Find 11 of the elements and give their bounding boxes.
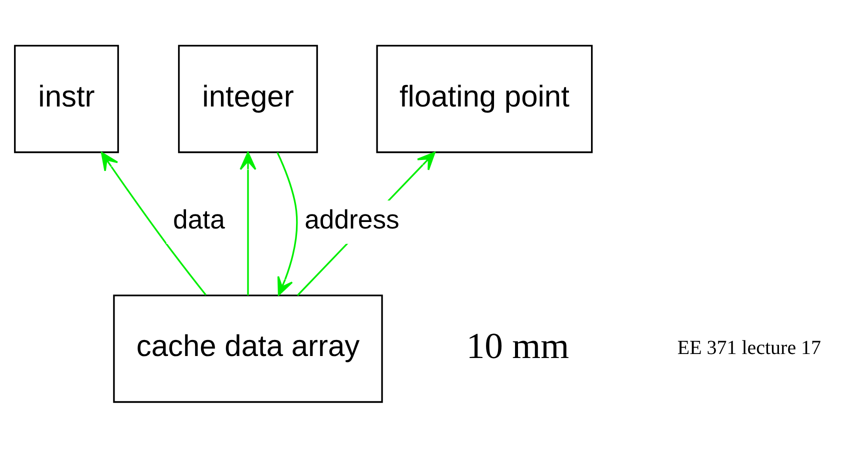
node-box: floating point [376,44,593,153]
edge-label: address [304,204,400,234]
label: EE 371 lecture 17 [677,336,822,358]
node-box: integer [178,44,318,153]
node-box: instr [14,44,119,153]
label: 10 mm [466,324,570,366]
arrow [101,152,207,296]
arrow [240,151,256,295]
node-box: cache data array [113,294,383,402]
arrow [276,152,298,296]
edge-label: data [173,204,225,234]
